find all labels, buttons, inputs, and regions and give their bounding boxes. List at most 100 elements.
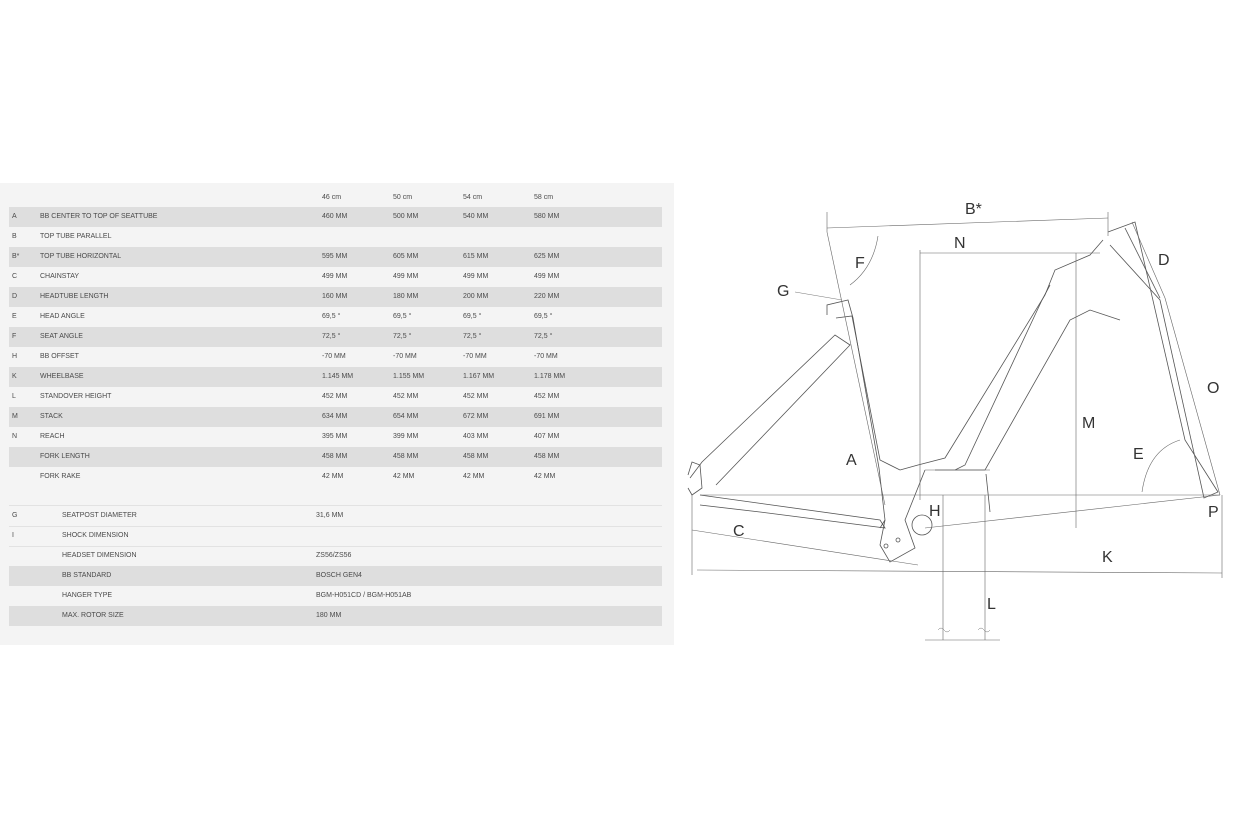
table-row: K WHEELBASE 1.145 MM 1.155 MM 1.167 MM 1… bbox=[9, 367, 662, 387]
row-label: HEADTUBE LENGTH bbox=[40, 293, 109, 300]
row-value: -70 MM bbox=[393, 353, 417, 360]
spec-row: I SHOCK DIMENSION bbox=[9, 526, 662, 546]
label-k: K bbox=[1102, 549, 1113, 566]
row-label: WHEELBASE bbox=[40, 373, 84, 380]
table-row: M STACK 634 MM 654 MM 672 MM 691 MM bbox=[9, 407, 662, 427]
row-label: BB CENTER TO TOP OF SEATTUBE bbox=[40, 213, 158, 220]
size-header-row: 46 cm 50 cm 54 cm 58 cm bbox=[9, 188, 662, 208]
spec-row: BB STANDARD BOSCH GEN4 bbox=[9, 566, 662, 586]
row-value: 72,5 ° bbox=[463, 333, 482, 340]
label-c: C bbox=[733, 523, 745, 540]
table-row: L STANDOVER HEIGHT 452 MM 452 MM 452 MM … bbox=[9, 387, 662, 407]
row-value: 42 MM bbox=[534, 473, 556, 480]
label-o: O bbox=[1207, 380, 1219, 397]
row-value: 69,5 ° bbox=[534, 313, 553, 320]
table-row: FORK LENGTH 458 MM 458 MM 458 MM 458 MM bbox=[9, 447, 662, 467]
row-code: D bbox=[12, 293, 18, 300]
row-value: 180 MM bbox=[393, 293, 419, 300]
row-value: 500 MM bbox=[393, 213, 419, 220]
row-code: B bbox=[12, 233, 17, 240]
row-label: HEAD ANGLE bbox=[40, 313, 85, 320]
table-row: B* TOP TUBE HORIZONTAL 595 MM 605 MM 615… bbox=[9, 247, 662, 267]
row-value: 72,5 ° bbox=[393, 333, 412, 340]
row-label: TOP TUBE PARALLEL bbox=[40, 233, 112, 240]
row-label: HEADSET DIMENSION bbox=[62, 552, 137, 559]
row-label: MAX. ROTOR SIZE bbox=[62, 612, 124, 619]
row-value: 499 MM bbox=[534, 273, 560, 280]
table-row: H BB OFFSET -70 MM -70 MM -70 MM -70 MM bbox=[9, 347, 662, 367]
row-value: 458 MM bbox=[322, 453, 348, 460]
table-row: B TOP TUBE PARALLEL bbox=[9, 227, 662, 247]
label-l: L bbox=[987, 596, 996, 613]
row-value: 160 MM bbox=[322, 293, 348, 300]
row-label: SHOCK DIMENSION bbox=[62, 532, 129, 539]
row-code: A bbox=[12, 213, 17, 220]
row-value: 1.178 MM bbox=[534, 373, 566, 380]
spec-row: HEADSET DIMENSION ZS56/ZS56 bbox=[9, 546, 662, 566]
row-value: 395 MM bbox=[322, 433, 348, 440]
row-value: ZS56/ZS56 bbox=[316, 552, 352, 559]
row-value: 72,5 ° bbox=[534, 333, 553, 340]
frame-outline bbox=[687, 221, 1219, 563]
label-h: H bbox=[929, 503, 941, 520]
row-code: C bbox=[12, 273, 18, 280]
row-label: SEAT ANGLE bbox=[40, 333, 83, 340]
row-value: 499 MM bbox=[322, 273, 348, 280]
row-value: 595 MM bbox=[322, 253, 348, 260]
frame-geometry-diagram: B* N F D G O M A E H P C K L bbox=[687, 201, 1223, 641]
row-value: BOSCH GEN4 bbox=[316, 572, 362, 579]
row-value: -70 MM bbox=[322, 353, 346, 360]
row-value: 42 MM bbox=[393, 473, 415, 480]
row-label: BB STANDARD bbox=[62, 572, 112, 579]
row-code: B* bbox=[12, 253, 20, 260]
row-value: 452 MM bbox=[322, 393, 348, 400]
spec-row: G SEATPOST DIAMETER 31,6 MM bbox=[9, 506, 662, 526]
row-value: 200 MM bbox=[463, 293, 489, 300]
label-d: D bbox=[1158, 252, 1170, 269]
row-label: CHAINSTAY bbox=[40, 273, 80, 280]
row-value: 1.145 MM bbox=[322, 373, 354, 380]
row-value: 72,5 ° bbox=[322, 333, 341, 340]
row-label: FORK RAKE bbox=[40, 473, 81, 480]
row-label: STANDOVER HEIGHT bbox=[40, 393, 112, 400]
row-label: TOP TUBE HORIZONTAL bbox=[40, 253, 122, 260]
row-code: I bbox=[12, 532, 14, 539]
row-value: 42 MM bbox=[322, 473, 344, 480]
size-header: 46 cm bbox=[322, 194, 342, 201]
row-label: SEATPOST DIAMETER bbox=[62, 512, 137, 519]
table-divider bbox=[9, 526, 662, 527]
row-code: E bbox=[12, 313, 17, 320]
row-value: 499 MM bbox=[463, 273, 489, 280]
row-value: 407 MM bbox=[534, 433, 560, 440]
row-code: G bbox=[12, 512, 18, 519]
row-value: 69,5 ° bbox=[463, 313, 482, 320]
row-code: M bbox=[12, 413, 18, 420]
row-value: 452 MM bbox=[463, 393, 489, 400]
spec-row: HANGER TYPE BGM-H051CD / BGM-H051AB bbox=[9, 586, 662, 606]
size-header: 50 cm bbox=[393, 194, 413, 201]
row-value: -70 MM bbox=[463, 353, 487, 360]
table-row: E HEAD ANGLE 69,5 ° 69,5 ° 69,5 ° 69,5 ° bbox=[9, 307, 662, 327]
row-value: 580 MM bbox=[534, 213, 560, 220]
table-row: F SEAT ANGLE 72,5 ° 72,5 ° 72,5 ° 72,5 ° bbox=[9, 327, 662, 347]
label-m: M bbox=[1082, 415, 1095, 432]
row-value: 452 MM bbox=[534, 393, 560, 400]
size-header: 54 cm bbox=[463, 194, 483, 201]
spec-row: MAX. ROTOR SIZE 180 MM bbox=[9, 606, 662, 626]
label-e: E bbox=[1133, 446, 1144, 463]
row-value: 1.167 MM bbox=[463, 373, 495, 380]
geometry-panel: 46 cm 50 cm 54 cm 58 cm A BB CENTER TO T… bbox=[0, 183, 674, 645]
row-value: 605 MM bbox=[393, 253, 419, 260]
row-code: H bbox=[12, 353, 18, 360]
table-row: FORK RAKE 42 MM 42 MM 42 MM 42 MM bbox=[9, 467, 662, 487]
row-label: STACK bbox=[40, 413, 63, 420]
dimension-lines bbox=[691, 212, 1223, 641]
row-value: 220 MM bbox=[534, 293, 560, 300]
row-value: BGM-H051CD / BGM-H051AB bbox=[316, 592, 412, 599]
row-value: 615 MM bbox=[463, 253, 489, 260]
label-p: P bbox=[1208, 504, 1219, 521]
row-value: 654 MM bbox=[393, 413, 419, 420]
row-value: 69,5 ° bbox=[322, 313, 341, 320]
row-value: 540 MM bbox=[463, 213, 489, 220]
row-value: 69,5 ° bbox=[393, 313, 412, 320]
